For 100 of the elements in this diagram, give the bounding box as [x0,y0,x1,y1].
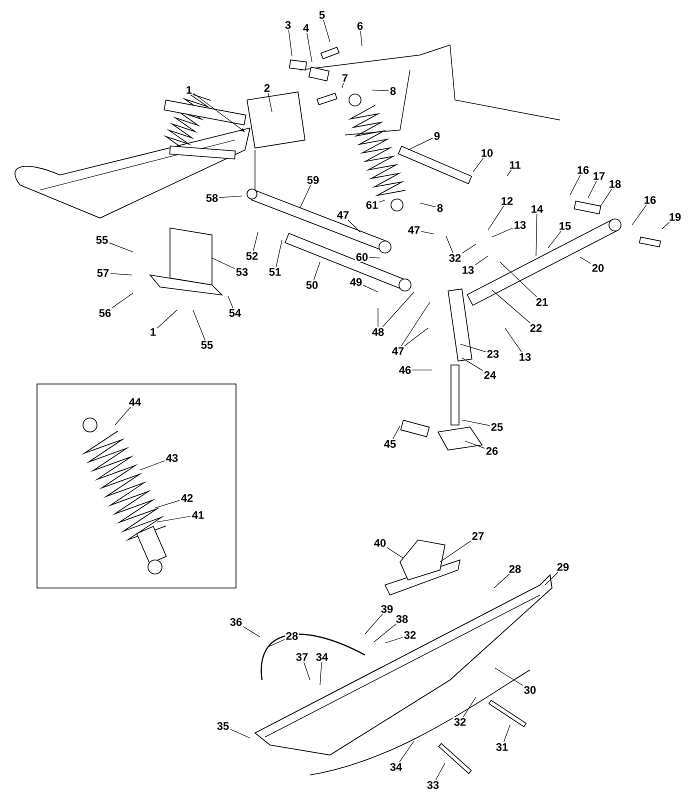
leader-line [228,296,234,308]
leader-line [300,184,311,208]
leader-line [420,202,436,208]
callout-number: 11 [508,160,522,170]
leader-line [303,662,310,680]
leader-line [632,204,647,226]
callout-number: 55 [200,340,214,350]
callout-number: 44 [128,397,142,407]
callout-number: 61 [364,200,380,210]
callout-number: 47 [406,225,422,235]
leader-line [114,406,131,426]
leader-line [268,639,285,648]
callout-number: 8 [436,203,444,213]
leader-line [504,724,510,742]
leader-line [288,30,292,56]
callout-number: 8 [388,86,398,96]
callout-number: 49 [348,277,364,287]
callout-number: 47 [390,346,406,356]
leader-line [500,262,538,298]
leader-line [464,440,485,449]
leader-line [372,90,390,92]
callout-number: 59 [306,175,320,185]
callout-number: 6 [356,21,364,31]
leader-line [364,614,383,634]
leader-line [363,285,378,292]
leader-line [112,292,134,308]
callout-number: 54 [228,308,242,318]
callout-number: 56 [98,308,112,318]
callout-number: 9 [432,131,442,141]
leader-line [472,158,484,172]
callout-number: 32 [402,630,418,640]
callout-number: 60 [354,252,370,262]
leader-line [382,292,414,328]
callout-number: 14 [530,204,544,214]
callout-number: 57 [96,268,110,278]
callout-number: 23 [486,349,500,359]
callout-number: 18 [608,179,622,189]
leader-line [544,572,558,586]
leader-line [392,426,400,440]
callout-number: 15 [558,221,572,231]
callout-number: 21 [534,297,550,307]
leader-line [306,32,312,62]
leader-line [400,302,430,346]
callout-number: 4 [302,23,310,33]
callout-number: 52 [244,251,260,261]
leader-line [462,358,483,371]
leader-line [192,92,245,132]
callout-number: 13 [460,265,476,275]
leader-line [662,222,670,230]
callout-number: 26 [484,446,500,456]
leader-line [462,244,476,254]
callout-number: 58 [204,193,220,203]
callout-number: 34 [388,762,404,772]
callout-number: 19 [668,212,682,222]
callout-number: 10 [480,148,494,158]
callout-number: 48 [370,327,386,337]
leader-line [504,328,522,352]
callout-number: 1 [184,85,194,95]
leader-line [219,196,242,198]
callout-number: 5 [318,10,326,20]
callout-number: 43 [164,453,180,463]
leader-line [320,662,322,686]
callout-number: 34 [314,652,330,662]
leader-line [342,82,344,88]
leader-line [360,30,362,46]
leader-line [384,637,403,644]
callout-number: 28 [508,564,522,574]
leader-line [462,420,490,426]
leader-line [548,230,562,248]
callout-number: 51 [268,267,282,277]
leader-line [494,668,523,686]
leader-line [323,20,330,42]
callout-number: 53 [234,267,250,277]
callout-number: 13 [512,220,528,230]
leader-line [475,256,488,266]
callout-number: 3 [284,20,292,30]
callout-number: 24 [482,370,498,380]
callout-number: 31 [494,742,510,752]
callout-number: 7 [340,73,350,83]
leader-line [446,236,454,254]
leader-line [506,170,512,176]
callout-number: 35 [216,721,230,731]
callout-number: 40 [372,538,388,548]
callout-number: 36 [228,617,244,627]
leader-line [140,460,165,470]
leader-line [156,516,191,522]
callout-number: 25 [490,422,504,432]
leader-line [252,232,258,252]
callout-number: 12 [500,196,514,206]
callout-number: 22 [528,323,544,333]
callout-number: 46 [398,365,412,375]
callout-number: 37 [294,652,310,662]
callout-number: 41 [190,510,206,520]
leader-line [369,257,380,258]
leader-line [243,626,260,638]
leader-line [110,273,132,276]
leader-line [494,574,510,588]
callout-number: 39 [380,604,394,614]
leader-line [192,310,206,340]
leader-line [570,174,581,196]
